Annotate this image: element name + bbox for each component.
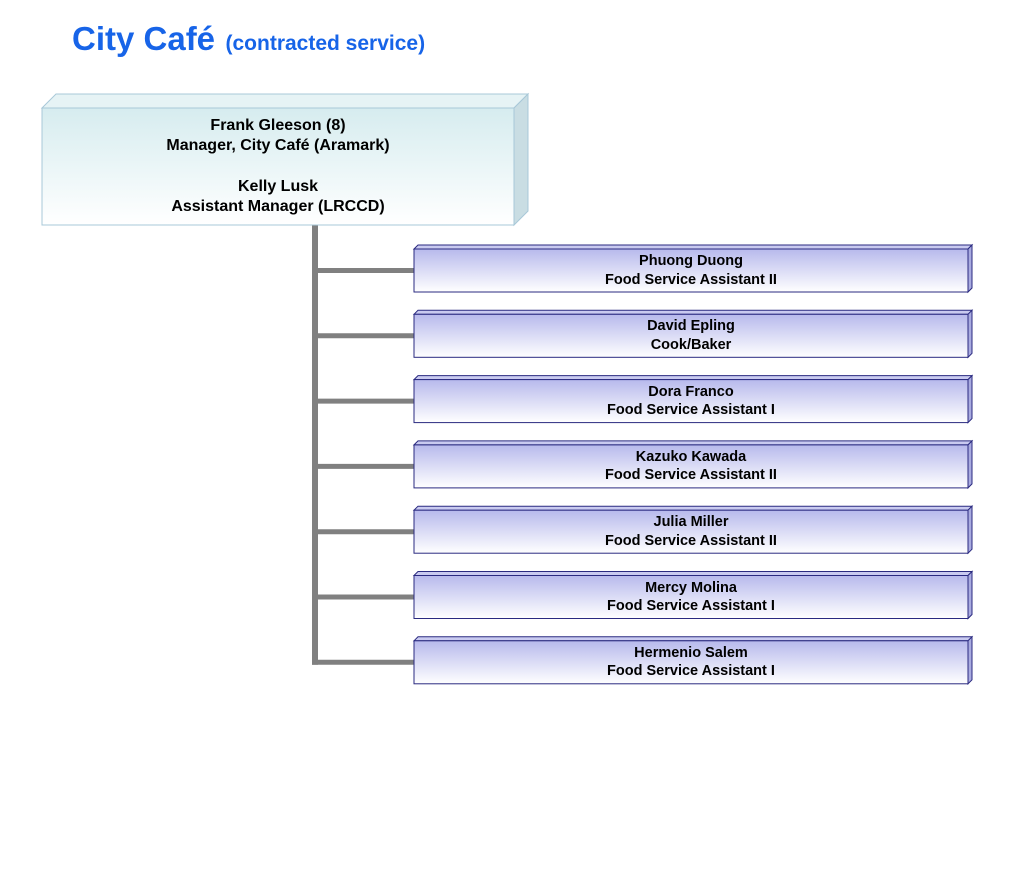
staff-box-side-face bbox=[967, 635, 973, 686]
staff-box bbox=[412, 439, 974, 490]
staff-name: Julia Miller bbox=[653, 514, 729, 531]
staff-boxes bbox=[412, 243, 974, 686]
staff-name: Mercy Molina bbox=[645, 579, 737, 596]
manager-box bbox=[40, 92, 530, 227]
manager-name: Frank Gleeson (8) bbox=[210, 116, 346, 134]
staff-box bbox=[412, 504, 974, 555]
manager-box-top-face bbox=[40, 93, 530, 109]
assistant-manager-role: Assistant Manager (LRCCD) bbox=[171, 198, 385, 215]
staff-box-front-face bbox=[413, 444, 969, 489]
title-main: City Café bbox=[72, 20, 216, 57]
staff-role: Food Service Assistant II bbox=[605, 532, 777, 549]
staff-box bbox=[412, 635, 974, 686]
staff-name: Kazuko Kawada bbox=[635, 448, 747, 465]
staff-box-front-face bbox=[413, 575, 969, 619]
staff-name: Phuong Duong bbox=[639, 253, 743, 269]
staff-box-side-face bbox=[967, 439, 973, 490]
staff-box-side-face bbox=[967, 570, 973, 620]
staff-role: Food Service Assistant I bbox=[607, 402, 775, 419]
staff-role: Food Service Assistant I bbox=[607, 598, 775, 614]
staff-role: Food Service Assistant II bbox=[605, 271, 777, 288]
connector-lines bbox=[312, 225, 414, 665]
staff-box bbox=[412, 570, 974, 620]
assistant-manager-name: Kelly Lusk bbox=[237, 177, 319, 195]
staff-role: Food Service Assistant I bbox=[607, 663, 775, 680]
staff-box-side-face bbox=[967, 309, 973, 359]
manager-box-side-face bbox=[513, 92, 529, 227]
staff-box-front-face bbox=[413, 313, 969, 358]
staff-role: Cook/Baker bbox=[650, 336, 732, 353]
staff-box bbox=[412, 374, 974, 424]
staff-box-front-face bbox=[413, 509, 969, 554]
staff-name: David Epling bbox=[647, 318, 735, 335]
manager-role: Manager, City Café (Aramark) bbox=[166, 137, 390, 154]
staff-name: Hermenio Salem bbox=[634, 644, 748, 661]
staff-box-front-face bbox=[413, 379, 969, 424]
staff-box-front-face bbox=[413, 640, 969, 685]
staff-box-side-face bbox=[967, 504, 973, 555]
staff-box-side-face bbox=[967, 374, 973, 424]
staff-box-side-face bbox=[967, 243, 973, 294]
manager-box-front-face bbox=[41, 107, 515, 226]
manager-box-text: Frank Gleeson (8) Manager, City Café (Ar… bbox=[42, 108, 514, 225]
staff-name: Dora Franco bbox=[648, 383, 734, 400]
staff-box bbox=[412, 243, 974, 294]
staff-box bbox=[412, 309, 974, 359]
staff-box-front-face bbox=[413, 248, 969, 293]
staff-role: Food Service Assistant II bbox=[605, 467, 777, 484]
title-subtitle: (contracted service) bbox=[225, 32, 426, 55]
page-title: City Café (contracted service) bbox=[72, 20, 425, 58]
